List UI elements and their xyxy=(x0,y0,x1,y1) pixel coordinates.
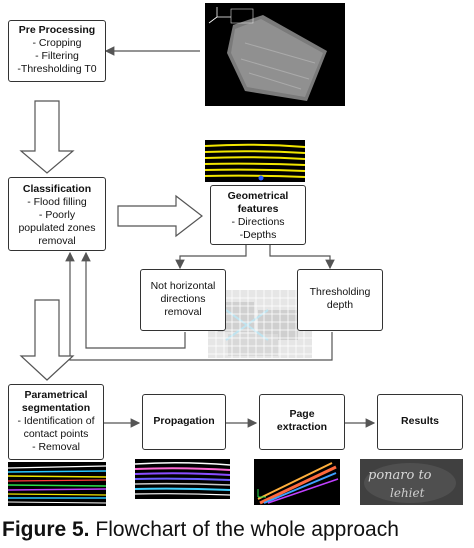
parametrical-item-2: contact points xyxy=(23,428,89,440)
page-extraction-title-1: Page xyxy=(289,408,315,420)
parametrical-title-1: Parametrical xyxy=(24,389,88,401)
figure-caption-label: Figure 5. xyxy=(2,518,90,541)
parametrical-item-1: - Identification of xyxy=(17,415,95,427)
parametrical-item-3: - Removal xyxy=(32,441,80,453)
preprocessing-step-2: - Filtering xyxy=(35,50,79,62)
propagation-image xyxy=(135,459,230,499)
arrow-thresholding-to-classification xyxy=(65,251,333,361)
geometrical-item-2: -Depths xyxy=(239,229,277,241)
page-extraction-image xyxy=(254,459,340,505)
not-horizontal-line-2: directions xyxy=(160,293,206,305)
arrow-not-horizontal-to-classification xyxy=(81,251,186,349)
results-image-text: ponaro to xyxy=(368,468,432,483)
thresholding-line-1: Thresholding xyxy=(309,286,371,298)
classification-step-2: - Poorly xyxy=(38,209,76,221)
results-image-text-2: lehiet xyxy=(390,486,425,500)
parametrical-segmentation-box: Parametrical segmentation - Identificati… xyxy=(8,384,104,460)
results-title: Results xyxy=(401,415,439,427)
propagation-title: Propagation xyxy=(153,415,215,427)
block-arrow-preprocessing-to-classification xyxy=(19,100,75,174)
figure-caption: Figure 5. Flowchart of the whole approac… xyxy=(2,518,399,542)
geometrical-features-image xyxy=(205,140,305,182)
segmentation-image xyxy=(8,462,106,506)
geometrical-title-2: features xyxy=(237,203,279,215)
scan-volume-image xyxy=(205,3,345,106)
preprocessing-title: Pre Processing xyxy=(18,24,96,36)
not-horizontal-line-3: removal xyxy=(164,306,202,318)
page-extraction-title-2: extraction xyxy=(276,421,328,433)
classification-box: Classification - Flood filling - Poorly … xyxy=(8,177,106,251)
arrow-geometrical-to-not-horizontal xyxy=(175,245,247,270)
thresholding-line-2: depth xyxy=(326,299,354,311)
not-horizontal-line-1: Not horizontal xyxy=(150,280,216,292)
parametrical-title-2: segmentation xyxy=(21,402,91,414)
preprocessing-step-1: - Cropping xyxy=(32,37,82,49)
results-box: Results xyxy=(377,394,463,450)
classification-title: Classification xyxy=(22,183,92,195)
figure-caption-text: Flowchart of the whole approach xyxy=(89,518,399,541)
geometrical-item-1: - Directions xyxy=(231,216,285,228)
classification-step-1: - Flood filling xyxy=(27,196,87,208)
not-horizontal-box: Not horizontal directions removal xyxy=(140,269,226,331)
classification-step-3: populated zones xyxy=(18,222,96,234)
geometrical-title-1: Geometrical xyxy=(227,190,289,202)
propagation-box: Propagation xyxy=(142,394,226,450)
block-arrow-classification-to-parametrical xyxy=(19,299,75,381)
classification-step-4: removal xyxy=(38,235,76,247)
block-arrow-classification-to-geometrical xyxy=(117,194,203,238)
geometrical-features-box: Geometrical features - Directions -Depth… xyxy=(210,185,306,245)
preprocessing-step-3: -Thresholding T0 xyxy=(17,63,97,75)
arrow-geometrical-to-thresholding xyxy=(269,245,335,270)
page-extraction-box: Page extraction xyxy=(259,394,345,450)
results-image: ponaro to lehiet xyxy=(360,459,463,505)
preprocessing-box: Pre Processing - Cropping - Filtering -T… xyxy=(8,20,106,82)
thresholding-depth-box: Thresholding depth xyxy=(297,269,383,331)
